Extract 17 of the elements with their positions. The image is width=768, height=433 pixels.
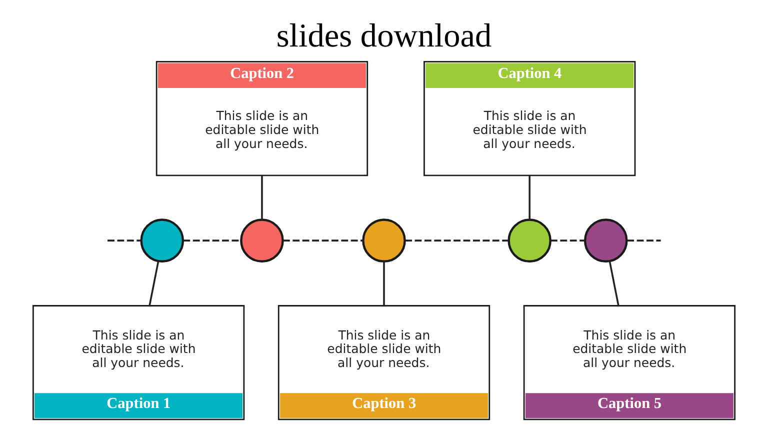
node-circle: [240, 218, 284, 262]
connector: [528, 175, 530, 220]
node-circle: [140, 218, 184, 262]
connector: [148, 260, 160, 306]
connector: [405, 239, 509, 241]
connector: [608, 260, 620, 306]
node-circle: [508, 218, 552, 262]
connector: [108, 239, 142, 241]
diagram-title: slides download: [276, 17, 492, 54]
node-circle: [362, 218, 406, 262]
node-circle: [584, 218, 628, 262]
connector: [282, 239, 364, 241]
connector: [550, 239, 585, 241]
connector: [261, 175, 263, 220]
connector: [627, 239, 661, 241]
connector: [183, 239, 242, 241]
connector: [383, 261, 385, 305]
